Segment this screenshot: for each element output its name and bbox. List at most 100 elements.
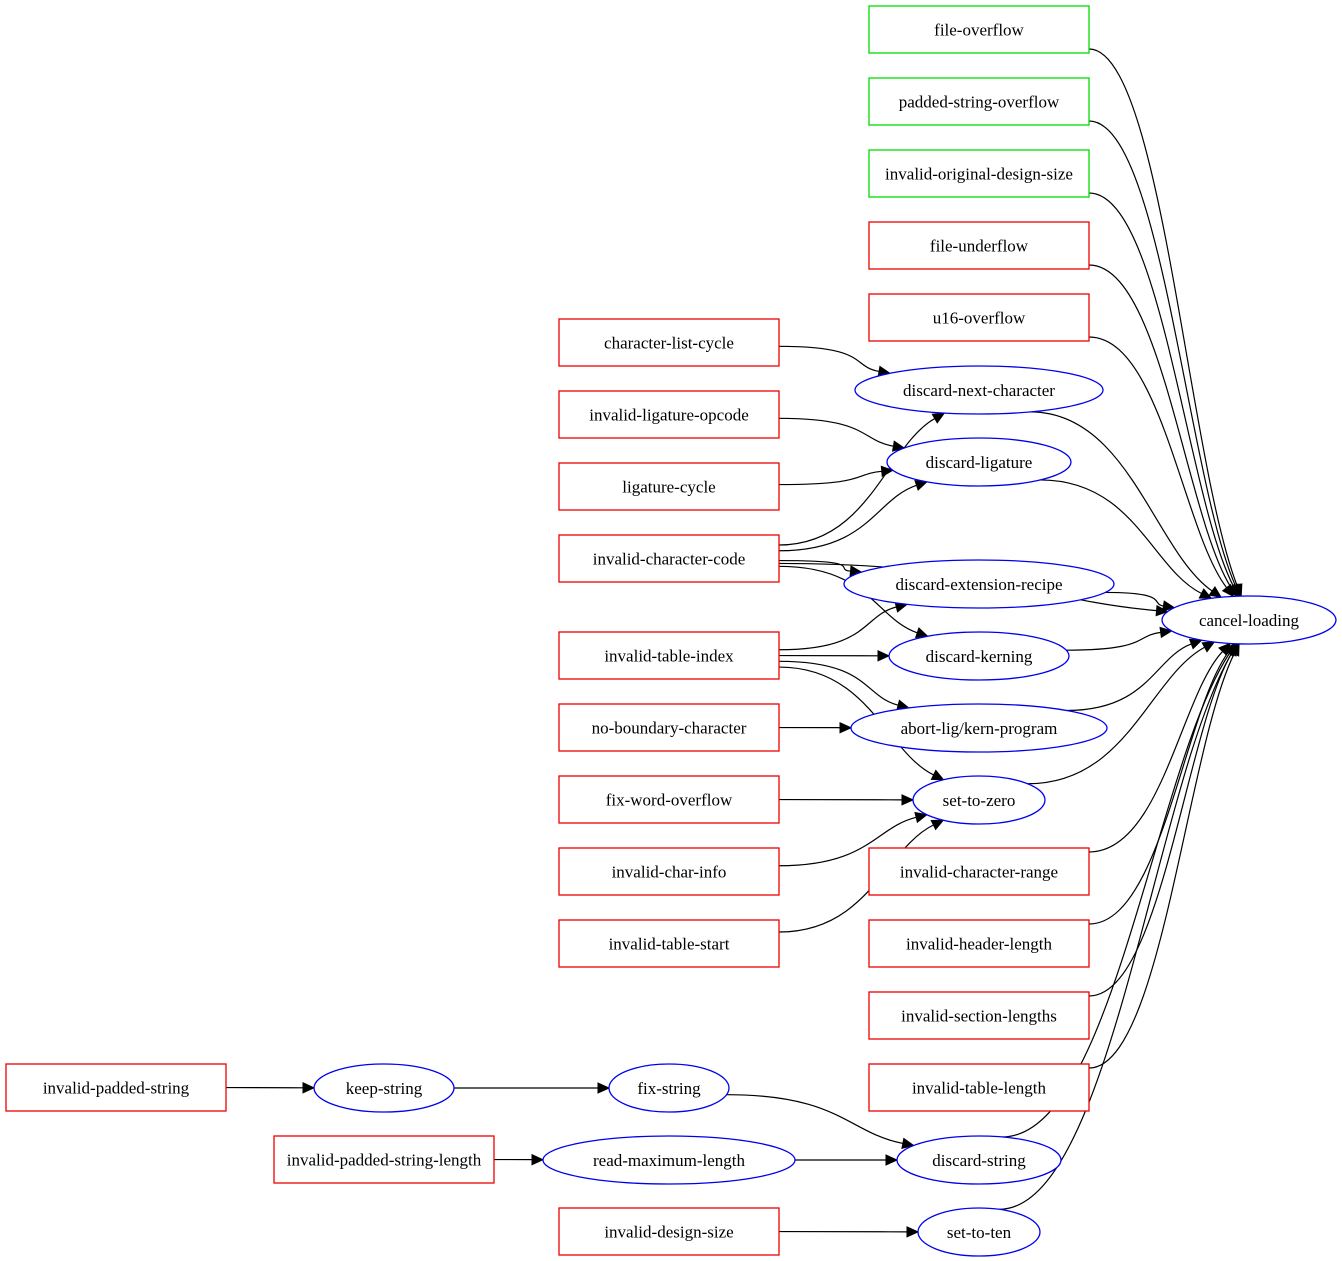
node-ellipse [843, 559, 1115, 609]
arrowhead [930, 769, 945, 781]
edge-invalid-table-index-to-set-to-zero [778, 666, 945, 781]
node-set-to-zero: set-to-zero [912, 775, 1046, 825]
arrowhead [1159, 626, 1173, 639]
node-invalid-table-index: invalid-table-index [558, 631, 780, 680]
node-ellipse [608, 1063, 730, 1113]
edge-line [1088, 192, 1235, 587]
arrowhead [839, 721, 853, 734]
node-ellipse [896, 1135, 1062, 1185]
edge-invalid-section-lengths-to-cancel-loading [1088, 642, 1238, 997]
edge-invalid-table-index-to-discard-kerning [778, 650, 891, 662]
node-invalid-char-info: invalid-char-info [558, 847, 780, 896]
node-label: invalid-table-start [609, 935, 730, 954]
node-box [868, 919, 1090, 968]
edge-invalid-design-size-to-set-to-ten [778, 1226, 920, 1238]
edge-line [999, 652, 1233, 1210]
edge-line [778, 470, 882, 486]
edge-invalid-padded-string-length-to-read-maximum-length [493, 1153, 545, 1166]
node-file-underflow: file-underflow [868, 221, 1090, 270]
node-label: read-maximum-length [593, 1151, 746, 1170]
node-label: character-list-cycle [604, 334, 734, 353]
edge-discard-next-character-to-cancel-loading [1030, 411, 1223, 598]
node-cancel-loading: cancel-loading [1161, 595, 1337, 645]
node-label: no-boundary-character [592, 719, 747, 738]
node-label: fix-word-overflow [606, 791, 733, 810]
nodes-layer: file-overflowpadded-string-overflowinval… [5, 5, 1337, 1257]
edge-invalid-char-info-to-set-to-zero [778, 811, 929, 867]
edge-line [1088, 652, 1229, 925]
node-box [558, 703, 780, 752]
node-box [868, 5, 1090, 54]
edge-discard-kerning-to-cancel-loading [1066, 626, 1173, 651]
arrowhead [1155, 604, 1169, 617]
node-invalid-table-length: invalid-table-length [868, 1063, 1090, 1112]
edge-line [1088, 652, 1233, 997]
node-padded-string-overflow: padded-string-overflow [868, 77, 1090, 126]
node-invalid-table-start: invalid-table-start [558, 919, 780, 968]
node-invalid-ligature-opcode: invalid-ligature-opcode [558, 390, 780, 439]
edge-line [1105, 591, 1164, 607]
node-abort-lig-kern-program: abort-lig/kern-program [850, 703, 1108, 753]
edge-abort-lig-kern-program-to-cancel-loading [1066, 638, 1203, 712]
node-label: discard-next-character [903, 381, 1055, 400]
node-discard-extension-recipe: discard-extension-recipe [843, 559, 1115, 609]
node-ellipse [313, 1063, 455, 1113]
node-box [558, 631, 780, 680]
node-box [558, 775, 780, 824]
node-box [868, 77, 1090, 126]
node-label: invalid-original-design-size [885, 165, 1073, 184]
node-ellipse [850, 703, 1108, 753]
node-discard-kerning: discard-kerning [888, 631, 1070, 681]
edge-line [778, 345, 880, 373]
edge-line [1088, 48, 1238, 587]
node-discard-ligature: discard-ligature [886, 437, 1072, 487]
node-box [5, 1063, 227, 1112]
edge-invalid-character-code-to-discard-next-character [778, 412, 946, 546]
edge-keep-string-to-fix-string [454, 1082, 611, 1094]
node-read-maximum-length: read-maximum-length [542, 1135, 796, 1185]
node-label: discard-kerning [926, 647, 1033, 666]
edge-line [778, 606, 897, 651]
node-box [558, 318, 780, 367]
node-label: padded-string-overflow [899, 93, 1060, 112]
edge-invalid-table-length-to-cancel-loading [1088, 642, 1240, 1069]
node-label: discard-ligature [926, 453, 1033, 472]
node-label: abort-lig/kern-program [901, 719, 1058, 738]
arrowhead [531, 1153, 545, 1166]
edge-file-overflow-to-cancel-loading [1088, 48, 1243, 598]
node-label: invalid-design-size [604, 1223, 733, 1242]
edge-line [1066, 643, 1192, 712]
node-u16-overflow: u16-overflow [868, 293, 1090, 342]
edge-set-to-ten-to-cancel-loading [999, 642, 1238, 1210]
edge-line [1088, 264, 1232, 588]
node-invalid-padded-string-length: invalid-padded-string-length [273, 1135, 495, 1184]
node-label: invalid-character-code [593, 550, 746, 569]
edge-file-underflow-to-cancel-loading [1088, 264, 1238, 598]
edge-ligature-cycle-to-discard-ligature [778, 465, 894, 486]
node-label: invalid-table-index [604, 647, 734, 666]
node-label: invalid-table-length [912, 1079, 1047, 1098]
edge-read-maximum-length-to-discard-string [795, 1154, 899, 1166]
node-label: invalid-padded-string [43, 1079, 190, 1098]
node-box [558, 534, 780, 583]
edge-padded-string-overflow-to-cancel-loading [1088, 120, 1241, 598]
node-invalid-character-range: invalid-character-range [868, 847, 1090, 896]
node-character-list-cycle: character-list-cycle [558, 318, 780, 367]
edge-line [778, 417, 936, 546]
node-box [868, 149, 1090, 198]
arrowhead [1221, 583, 1235, 598]
node-label: set-to-ten [947, 1223, 1012, 1242]
node-label: invalid-char-info [612, 863, 727, 882]
node-fix-string: fix-string [608, 1063, 730, 1113]
node-label: invalid-header-length [906, 935, 1052, 954]
edge-invalid-table-index-to-discard-extension-recipe [778, 601, 909, 651]
node-ellipse [888, 631, 1070, 681]
node-box [868, 221, 1090, 270]
edge-set-to-zero-to-cancel-loading [1027, 641, 1216, 785]
edge-invalid-character-range-to-cancel-loading [1088, 642, 1231, 853]
node-box [868, 293, 1090, 342]
edge-line [778, 417, 894, 447]
edge-line [778, 816, 917, 867]
edge-fix-word-overflow-to-set-to-zero [778, 794, 915, 806]
edge-no-boundary-character-to-abort-lig-kern-program [778, 721, 853, 734]
